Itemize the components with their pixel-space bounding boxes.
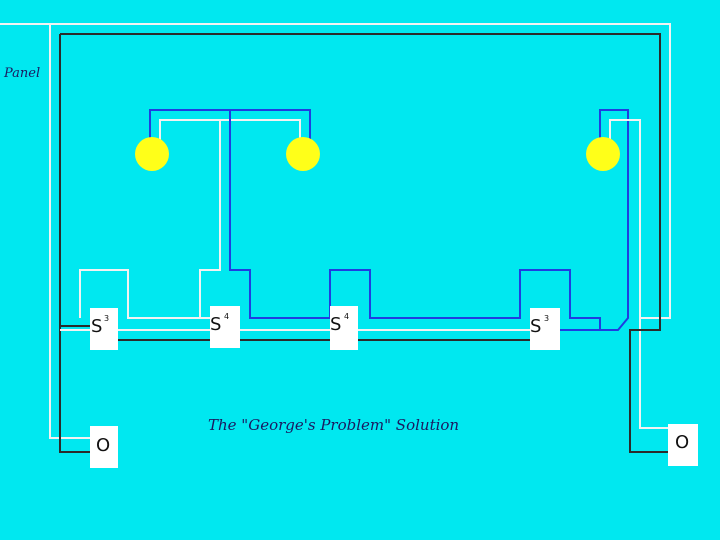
switch-letter: S bbox=[210, 314, 221, 335]
outlet-right: O bbox=[668, 424, 698, 466]
blue-wire-right bbox=[599, 109, 629, 331]
switch-4way-2: S 4 bbox=[330, 306, 358, 350]
switch-4way-1: S 4 bbox=[210, 306, 240, 348]
outlet-left: O bbox=[90, 426, 118, 468]
light-bulb-1 bbox=[135, 137, 169, 171]
switch-3way-right: S 3 bbox=[530, 308, 560, 350]
switch-3way-left: S 3 bbox=[90, 308, 118, 350]
panel-label: Panel bbox=[3, 66, 40, 81]
white-bulb-link bbox=[220, 119, 301, 140]
light-bulb-2 bbox=[286, 137, 320, 171]
switch-sup: 3 bbox=[544, 314, 549, 323]
switch-sup: 4 bbox=[224, 312, 229, 321]
switch-letter: S bbox=[530, 316, 541, 337]
outlet-label: O bbox=[675, 432, 689, 453]
white-bridge-2 bbox=[159, 119, 221, 318]
white-wire-outer bbox=[0, 23, 671, 429]
outlet-label: O bbox=[96, 435, 110, 456]
blue-wire-main bbox=[229, 110, 601, 331]
switch-sup: 3 bbox=[104, 314, 109, 323]
light-bulb-3 bbox=[586, 137, 620, 171]
black-wire-outer bbox=[60, 33, 668, 453]
white-wire-right-bulb bbox=[609, 119, 641, 318]
white-bridge-1 bbox=[79, 269, 210, 319]
switch-sup: 4 bbox=[344, 312, 349, 321]
diagram-caption: The "George's Problem" Solution bbox=[208, 416, 459, 434]
switch-letter: S bbox=[330, 314, 341, 335]
black-wire-left-drop bbox=[59, 34, 90, 453]
switch-letter: S bbox=[91, 316, 102, 337]
white-wire-left-drop bbox=[49, 24, 90, 439]
